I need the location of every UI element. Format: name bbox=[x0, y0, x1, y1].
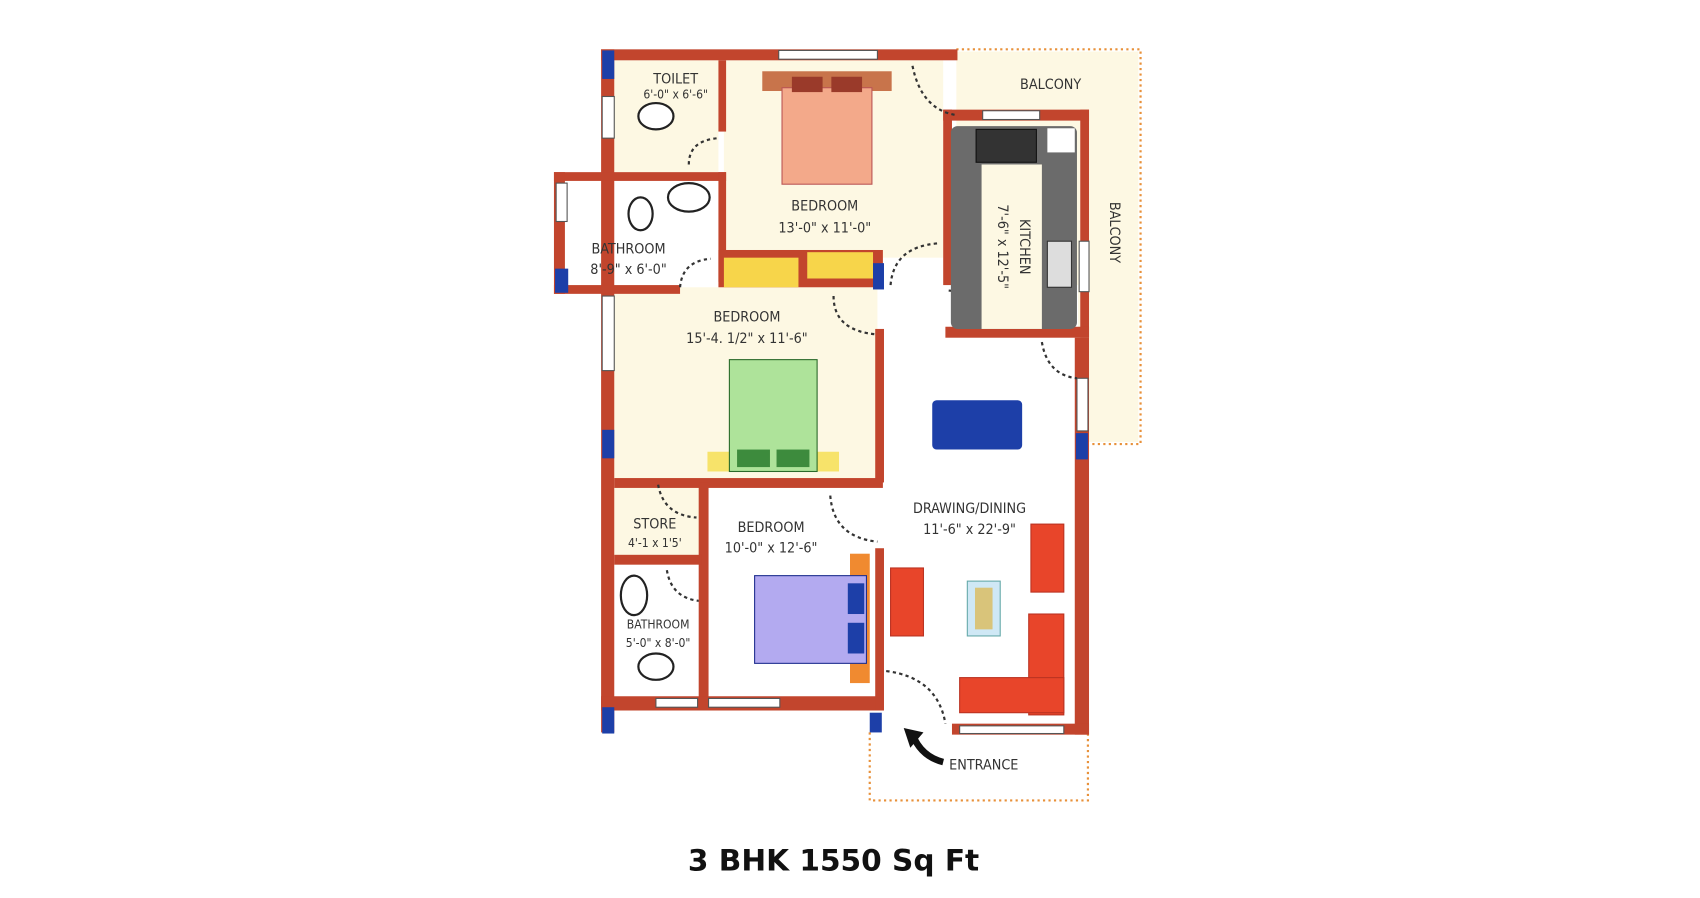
balcony-top-label: BALCONY bbox=[1020, 77, 1081, 93]
pillow-icon bbox=[847, 583, 865, 615]
toilet-size: 6'-0" x 6'-6" bbox=[643, 88, 708, 102]
toilet-icon bbox=[627, 196, 654, 232]
bedroom-2-size: 15'-4. 1/2" x 11'-6" bbox=[686, 331, 808, 347]
dining-table-icon bbox=[932, 400, 1023, 450]
kitchen-label: KITCHEN bbox=[1016, 219, 1032, 274]
toilet-icon bbox=[637, 101, 675, 131]
arrow-head bbox=[903, 728, 924, 748]
sink-icon bbox=[975, 128, 1037, 163]
windows bbox=[555, 49, 1090, 735]
entrance-outline bbox=[868, 732, 1090, 802]
toilet-icon bbox=[637, 652, 675, 681]
pillow-icon bbox=[831, 76, 863, 93]
master-bed-icon bbox=[781, 87, 873, 185]
kitchen-floor bbox=[981, 164, 1042, 329]
wardrobe bbox=[807, 252, 874, 279]
pillow-icon bbox=[737, 449, 770, 468]
bedroom-master-label: BEDROOM bbox=[791, 199, 858, 215]
bathroom-label: BATHROOM bbox=[591, 241, 665, 257]
kitchen-size: 7'-6" x 12'-5" bbox=[994, 204, 1010, 289]
store-label: STORE bbox=[633, 516, 676, 532]
fridge-icon bbox=[1047, 128, 1075, 153]
bedroom-3-size: 10'-0" x 12'-6" bbox=[725, 541, 818, 557]
toilet-label: TOILET bbox=[652, 71, 698, 87]
drawing-dining-label: DRAWING/DINING bbox=[913, 501, 1026, 517]
coffee-table-top bbox=[974, 587, 993, 630]
wardrobe bbox=[723, 257, 799, 288]
balcony-outline bbox=[956, 48, 1142, 446]
sofa-icon bbox=[890, 523, 1065, 716]
pillow-icon bbox=[776, 449, 810, 468]
pillow-icon bbox=[847, 622, 865, 654]
stove-icon bbox=[1046, 240, 1073, 288]
balcony-side-label: BALCONY bbox=[1106, 202, 1122, 263]
store-size: 4'-1 x 1'5' bbox=[628, 536, 682, 550]
bedroom-master-size: 13'-0" x 11'-0" bbox=[778, 220, 871, 236]
bathroom-2-label: BATHROOM bbox=[627, 617, 690, 631]
plan-title: 3 BHK 1550 Sq Ft bbox=[688, 844, 979, 878]
entrance-label: ENTRANCE bbox=[949, 758, 1018, 774]
washbasin-icon bbox=[666, 182, 711, 213]
store-floor bbox=[614, 482, 700, 558]
pillow-icon bbox=[791, 76, 823, 93]
washbasin-icon bbox=[619, 574, 649, 617]
bedroom-2-label: BEDROOM bbox=[713, 309, 780, 325]
bathroom-size: 8'-9" x 6'-0" bbox=[590, 262, 666, 278]
bedroom-3-label: BEDROOM bbox=[738, 520, 805, 536]
bathroom-2-size: 5'-0" x 8'-0" bbox=[626, 636, 691, 650]
pillars bbox=[555, 50, 1088, 734]
drawing-dining-size: 11'-6" x 22'-9" bbox=[923, 522, 1016, 538]
